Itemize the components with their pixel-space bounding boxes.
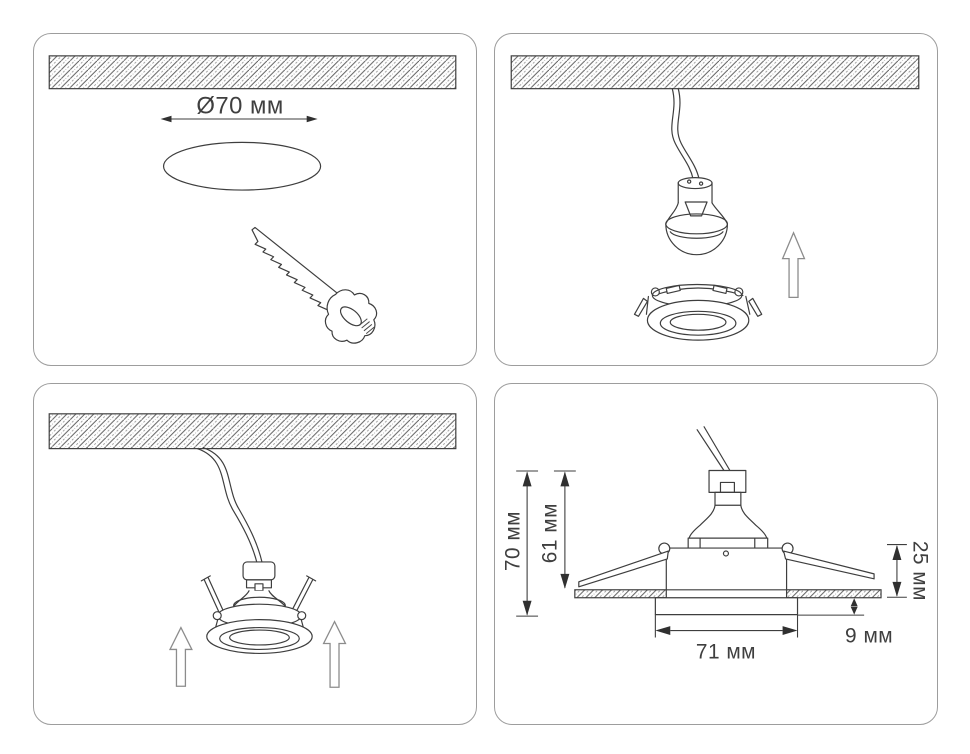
hole-diameter-dimension xyxy=(160,115,318,123)
spring-span-dimension: 25 мм xyxy=(886,541,931,601)
trim-flange xyxy=(654,597,799,616)
step4-drawing: 70 мм 61 мм 25 мм 9 мм 71 мм xyxy=(502,426,931,663)
arrow-up-icon xyxy=(781,231,806,299)
panel-step-1-cut-hole: Ø70 мм xyxy=(33,33,477,366)
recessed-fixture-assembly xyxy=(200,561,317,655)
fixture-cross-section xyxy=(574,469,882,616)
mounting-ring xyxy=(633,283,763,341)
step3-drawing xyxy=(48,413,457,688)
arrow-up-icon xyxy=(322,620,347,688)
lamp-socket xyxy=(242,561,276,581)
spring-tab xyxy=(633,297,649,317)
lamp-neck xyxy=(684,201,708,217)
ceiling-hatch xyxy=(785,589,882,599)
mounting-spring xyxy=(783,550,875,580)
socket-neck xyxy=(714,491,742,506)
arrow-up-icon xyxy=(168,626,193,687)
saw-handle-grip-lines xyxy=(359,318,375,334)
drywall-saw-icon xyxy=(251,226,378,344)
spotlight-lamp xyxy=(665,177,729,256)
spring-tab xyxy=(748,297,763,317)
saw-blade xyxy=(251,226,343,311)
overall-height-dimension: 70 мм xyxy=(502,470,539,617)
cutout-hole-ellipse xyxy=(162,141,322,191)
power-wire xyxy=(671,88,700,180)
panel-step-2-connect-lamp xyxy=(494,33,938,366)
ceiling-hatch xyxy=(48,413,457,450)
spring-span-label: 25 мм xyxy=(908,541,931,601)
ceiling-hatch xyxy=(510,55,920,90)
lamp-socket-top xyxy=(677,177,713,190)
spring-pivot xyxy=(297,611,307,621)
ceiling-hatch xyxy=(48,55,457,90)
socket-tab xyxy=(254,583,264,592)
saw-handle xyxy=(324,289,378,344)
body-width-dimension: 71 мм xyxy=(654,614,799,663)
body-width-label: 71 мм xyxy=(696,640,756,663)
mounting-spring xyxy=(578,550,669,588)
trim-height-label: 9 мм xyxy=(845,624,893,647)
hole-diameter-label: Ø70 мм xyxy=(196,93,283,120)
power-wire xyxy=(196,447,263,564)
power-wire xyxy=(696,426,731,472)
step1-drawing: Ø70 мм xyxy=(48,55,457,344)
spring-pivot xyxy=(212,611,222,621)
step2-drawing xyxy=(510,55,920,341)
overall-height-label: 70 мм xyxy=(502,511,525,571)
ceiling-hatch xyxy=(574,589,667,599)
panel-step-3-insert-fixture xyxy=(33,383,477,725)
ring-outer-rim xyxy=(646,299,750,341)
trim-height-dimension: 9 мм xyxy=(797,598,893,647)
fixture-housing xyxy=(665,547,788,591)
lamp-bulb-rim xyxy=(665,213,729,235)
panel-step-4-dimensions: 70 мм 61 мм 25 мм 9 мм 71 мм xyxy=(494,383,938,725)
recess-depth-label: 61 мм xyxy=(538,503,561,563)
lamp-socket xyxy=(708,469,747,493)
recess-depth-dimension: 61 мм xyxy=(538,470,576,589)
lamp-bulb-dome xyxy=(665,202,729,256)
lamp-bulb xyxy=(688,504,768,539)
mounting-spring xyxy=(200,575,317,614)
ring-outer-rim xyxy=(206,619,313,655)
